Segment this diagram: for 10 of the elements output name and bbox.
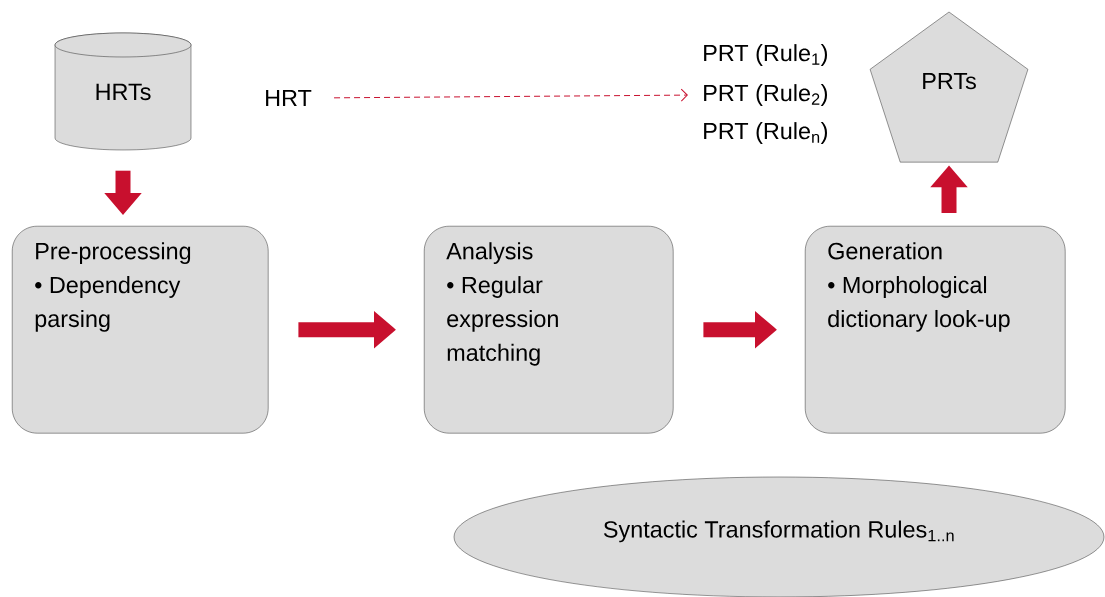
database-cylinder: HRTs [54, 32, 192, 151]
process-box: Pre-processing • Dependency parsing [12, 226, 269, 434]
node-text: PRT (Rule$_{1}$) [704, 44, 827, 66]
process-box: Analysis • Regular expression matching [424, 226, 674, 434]
node-text: HRT [266, 89, 312, 107]
process-box: Generation • Morphological dictionary look-up [805, 226, 1066, 434]
node-text: PRT (Rule$_{n}$) [704, 122, 827, 144]
node-text: PRT (Rule$_{2}$) [704, 84, 827, 106]
dashed-arrow [333, 88, 688, 102]
output-pentagon: PRTs [869, 11, 1029, 163]
